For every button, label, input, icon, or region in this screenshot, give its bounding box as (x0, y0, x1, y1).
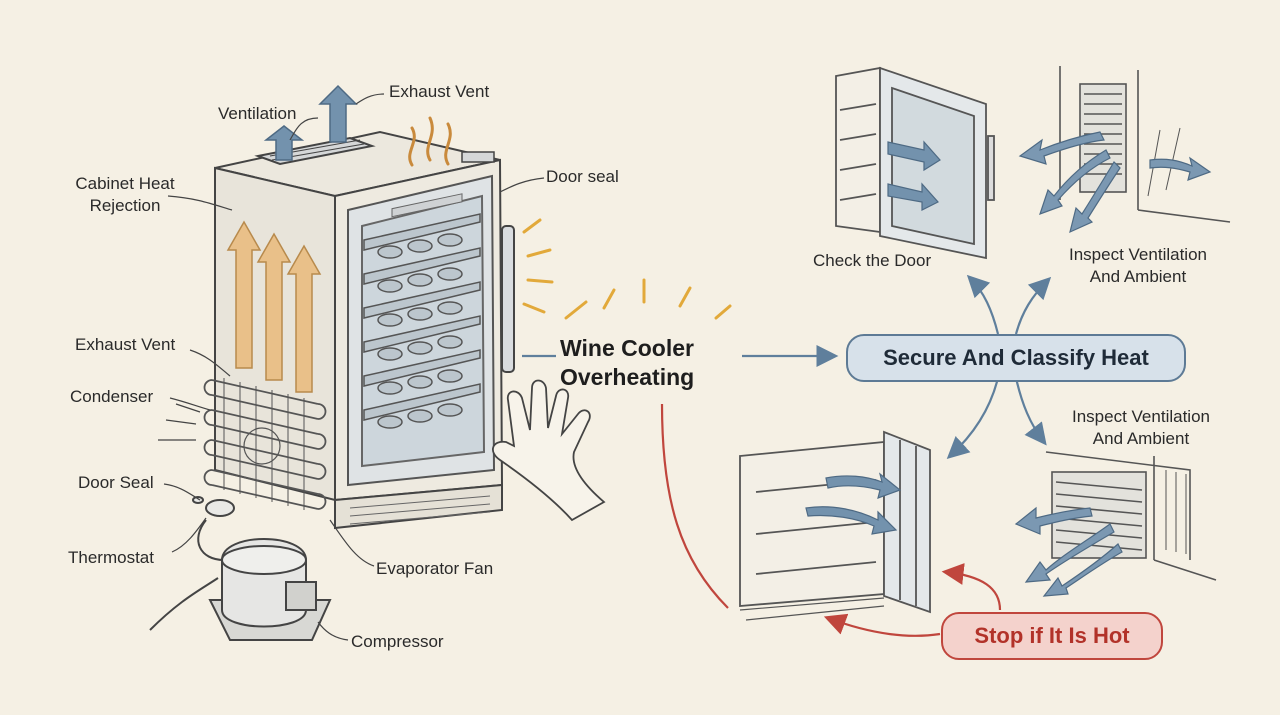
label-exhaust-vent-top: Exhaust Vent (389, 82, 490, 101)
warning-to-door (941, 563, 1002, 611)
label-thermostat: Thermostat (68, 548, 154, 567)
warning-curve (660, 403, 729, 609)
label-condenser: Condenser (70, 387, 154, 406)
label-compressor: Compressor (351, 632, 444, 651)
check-door-vignette (835, 66, 995, 260)
label-ventilation: Ventilation (218, 104, 297, 123)
compressor-icon (149, 496, 332, 641)
label-leader-lines (158, 93, 545, 641)
label-evaporator-fan: Evaporator Fan (376, 559, 494, 578)
flow-connectors (522, 274, 1052, 637)
heat-rejection-arrows (226, 220, 322, 393)
label-check-door: Check the Door (813, 251, 932, 270)
airflow-arrow-icon (1018, 131, 1212, 234)
bottom-airflow-arrows (1014, 506, 1123, 597)
arrow-to-open-cabinet (946, 377, 1000, 459)
arrow-to-inspect-bottom (1014, 377, 1047, 446)
hand-icon (492, 379, 606, 522)
vent-grille-icon (1059, 66, 1231, 223)
wine-cooler-cabinet (214, 130, 515, 530)
wine-shelves (363, 213, 481, 429)
secure-classify-step: Secure And Classify Heat (846, 334, 1186, 382)
arrow-to-check-door (966, 274, 1000, 335)
condenser-coil (203, 378, 327, 510)
arrow-to-inspect-top (1014, 276, 1052, 335)
center-title: Wine Cooler Overheating (560, 335, 695, 390)
label-exhaust-vent-side: Exhaust Vent (75, 335, 176, 354)
label-door-seal-side: Door Seal (78, 473, 154, 492)
label-inspect-top: Inspect Ventilation And Ambient (1069, 245, 1207, 286)
open-cabinet-vignette (739, 430, 931, 621)
stop-if-hot-warning: Stop if It Is Hot (941, 612, 1163, 660)
alert-burst-icon (522, 218, 732, 320)
heat-wave-icon (408, 116, 452, 167)
label-cabinet-heat-rejection: Cabinet Heat Rejection (75, 174, 175, 215)
warning-to-cabinet (823, 613, 941, 637)
label-door-seal-top: Door seal (546, 167, 619, 186)
label-inspect-bottom: Inspect Ventilation And Ambient (1072, 407, 1210, 448)
